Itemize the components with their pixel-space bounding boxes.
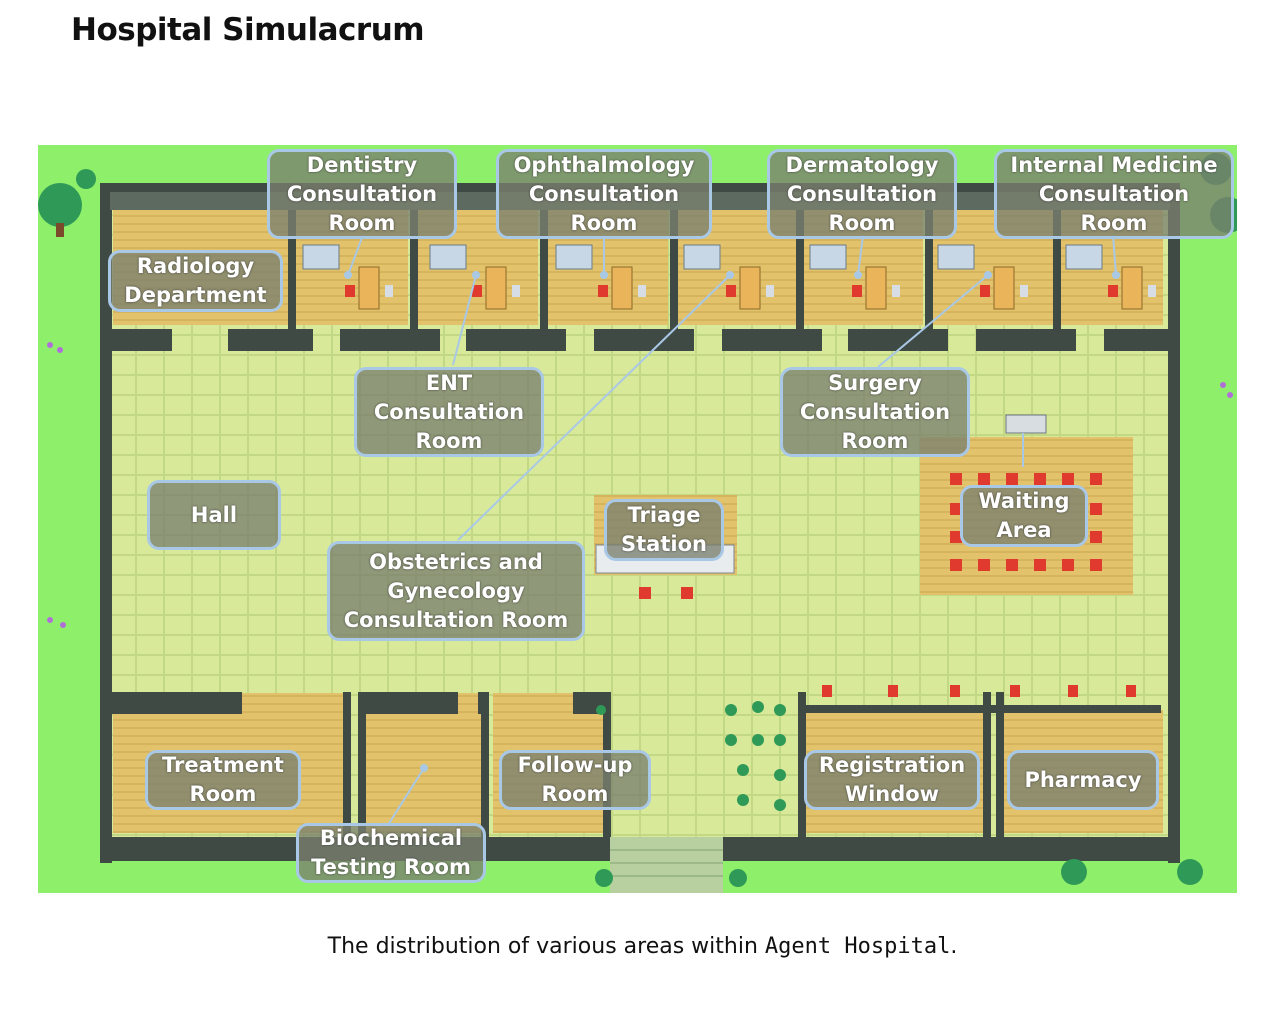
label-line: Dermatology <box>785 152 939 177</box>
label-ophthalmology: Ophthalmology Consultation Room <box>496 149 712 239</box>
label-line: Gynecology <box>387 578 525 603</box>
label-followup: Follow-up Room <box>499 750 651 810</box>
label-line: Hall <box>190 502 238 527</box>
label-line: Room <box>828 210 896 235</box>
label-line: Area <box>996 518 1052 542</box>
label-line: Registration <box>818 753 966 777</box>
label-line: Internal Medicine <box>1010 152 1218 177</box>
label-surgery: Surgery Consultation Room <box>780 367 970 457</box>
label-line: Consultation <box>799 399 951 424</box>
leader-lines <box>347 234 1117 826</box>
label-line: Room <box>415 428 483 453</box>
caption-suffix: . <box>950 934 958 959</box>
label-obgyn: Obstetrics and Gynecology Consultation R… <box>327 541 585 641</box>
label-line: Consultation <box>786 181 938 206</box>
label-line: Testing Room <box>311 855 471 879</box>
leader-dots <box>344 271 1120 772</box>
label-line: Room <box>841 428 909 453</box>
label-line: Triage <box>627 503 701 527</box>
label-line: Pharmacy <box>1024 767 1142 792</box>
label-line: Consultation Room <box>343 607 569 632</box>
label-line: Consultation <box>373 399 525 424</box>
label-line: Room <box>570 210 638 235</box>
label-line: Department <box>124 283 267 307</box>
label-line: Radiology <box>136 254 255 278</box>
label-line: Waiting <box>978 489 1070 513</box>
label-biochemical: Biochemical Testing Room <box>296 823 486 883</box>
label-line: Room <box>189 782 257 806</box>
caption-code: Agent Hospital <box>764 934 951 959</box>
label-dentistry: Dentistry Consultation Room <box>267 149 457 239</box>
label-line: Consultation <box>1038 181 1190 206</box>
label-line: Obstetrics and <box>369 549 543 574</box>
page-title: Hospital Simulacrum <box>71 12 425 48</box>
label-line: Consultation <box>528 181 680 206</box>
label-line: Room <box>328 210 396 235</box>
label-dermatology: Dermatology Consultation Room <box>767 149 957 239</box>
label-internal-medicine: Internal Medicine Consultation Room <box>994 149 1234 239</box>
label-line: Dentistry <box>306 152 418 177</box>
label-pharmacy: Pharmacy <box>1007 750 1159 810</box>
caption-prefix: The distribution of various areas within <box>327 934 765 959</box>
label-line: Station <box>621 532 707 556</box>
label-radiology: Radiology Department <box>108 250 283 312</box>
hospital-map: Dentistry Consultation Room Ophthalmolog… <box>38 145 1237 893</box>
plants <box>596 701 786 811</box>
waiting-chairs <box>950 473 1102 571</box>
flowers <box>47 342 1233 628</box>
label-line: Window <box>844 782 940 806</box>
figure-caption: The distribution of various areas within… <box>0 934 1285 959</box>
label-triage: Triage Station <box>604 499 724 561</box>
label-ent: ENT Consultation Room <box>354 367 544 457</box>
label-line: Follow-up <box>517 753 633 777</box>
label-line: Biochemical <box>319 826 463 850</box>
tv-screen <box>1005 414 1047 434</box>
label-line: ENT <box>425 370 473 395</box>
label-waiting: Waiting Area <box>960 485 1088 547</box>
label-line: Treatment <box>162 753 284 777</box>
label-line: Surgery <box>828 370 922 395</box>
label-line: Ophthalmology <box>513 152 695 177</box>
label-treatment: Treatment Room <box>145 750 301 810</box>
label-line: Room <box>1080 210 1148 235</box>
label-line: Room <box>541 782 609 806</box>
top-room-furniture <box>302 244 1156 310</box>
entrance-path <box>610 837 723 893</box>
label-registration: Registration Window <box>804 750 980 810</box>
label-line: Consultation <box>286 181 438 206</box>
label-hall: Hall <box>147 480 281 550</box>
